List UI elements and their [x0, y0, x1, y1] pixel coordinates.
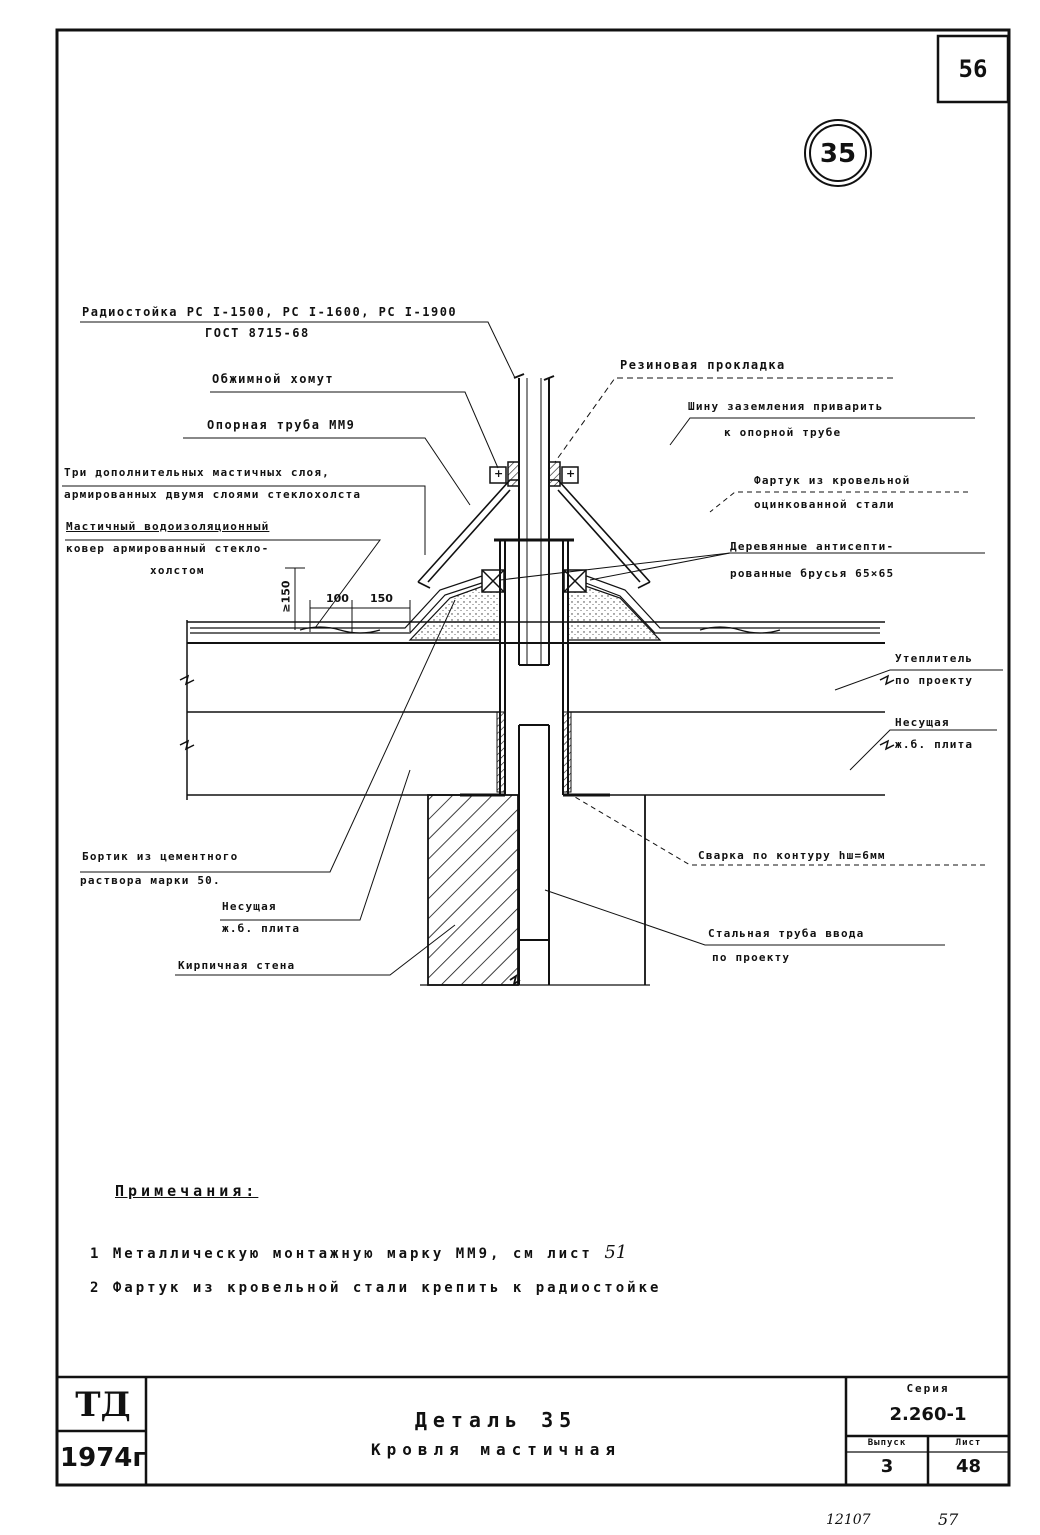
label-insulation-2: по проекту: [895, 674, 974, 687]
label-carpet-3: холстом: [150, 564, 205, 577]
sheet-label: Лист: [955, 1438, 982, 1448]
label-extra-layers-1: Три дополнительных мастичных слоя,: [64, 466, 330, 479]
wooden-bars: [481, 569, 587, 593]
series-label: Серия: [906, 1382, 950, 1395]
detail-marker-circle: [804, 119, 872, 187]
note-1-text: 1 Металлическую монтажную марку ММ9, см …: [90, 1246, 593, 1262]
detail-number: 35: [819, 139, 857, 169]
clamp-bolt-right: +: [566, 467, 576, 480]
label-weld: Сварка по контуру hш=6мм: [698, 849, 886, 862]
title-block-org: ТД: [75, 1385, 131, 1425]
issue-value: 3: [880, 1456, 894, 1477]
label-bars-1: Деревянные антисепти-: [730, 540, 895, 553]
dimension-lines: [285, 567, 411, 632]
mastic-carpet: [190, 569, 880, 634]
label-bearing-slab-left-1: Несущая: [222, 900, 277, 913]
label-ground-bus-1: Шину заземления приварить: [688, 400, 884, 413]
label-support-pipe: Опорная труба ММ9: [207, 418, 356, 432]
note-1: 1 Металлическую монтажную марку ММ9, см …: [90, 1242, 627, 1263]
label-ground-bus-2: к опорной трубе: [724, 426, 842, 439]
label-extra-layers-2: армированных двумя слоями стеклохолста: [64, 488, 362, 501]
leader-lines: [62, 321, 1003, 976]
issue-label: Выпуск: [867, 1438, 907, 1448]
label-radio-mast-1: Радиостойка РС I-1500, РС I-1600, РС I-1…: [82, 305, 458, 319]
dim-150: 150: [370, 592, 393, 605]
clamp: [489, 461, 579, 487]
footer-page: 57: [938, 1510, 959, 1529]
label-brick-wall: Кирпичная стена: [178, 959, 296, 972]
label-rubber-gasket: Резиновая прокладка: [620, 358, 786, 372]
sheet-value: 48: [955, 1456, 982, 1477]
label-steel-pipe-1: Стальная труба ввода: [708, 927, 865, 940]
note-1-ref: 51: [604, 1242, 628, 1263]
label-curb-2: раствора марки 50.: [80, 874, 221, 887]
label-apron-1: Фартук из кровельной: [754, 474, 911, 487]
note-2: 2 Фартук из кровельной стали крепить к р…: [90, 1280, 662, 1296]
title-block-frame: [57, 1375, 1009, 1485]
notes-heading: Примечания:: [115, 1182, 259, 1200]
title-block-title: Деталь 35: [414, 1408, 578, 1432]
label-bearing-slab-left-2: ж.б. плита: [222, 922, 301, 935]
label-apron-2: оцинкованной стали: [754, 498, 895, 511]
title-block-year: 1974г: [60, 1443, 146, 1473]
radio-mast: [513, 373, 555, 666]
steel-entry-pipe: [518, 724, 550, 985]
label-bearing-slab-right-1: Несущая: [895, 716, 950, 729]
clamp-bolt-left: +: [494, 467, 504, 480]
title-block-subtitle: Кровля мастичная: [370, 1440, 622, 1459]
label-curb-1: Бортик из цементного: [82, 850, 239, 863]
footer-code: 12107: [826, 1512, 871, 1528]
label-radio-mast-2: ГОСТ 8715-68: [205, 326, 310, 340]
roof-structure: [179, 620, 895, 800]
label-insulation-1: Утеплитель: [895, 652, 974, 665]
label-bars-2: рованные брусья 65×65: [730, 567, 895, 580]
brick-wall: [420, 794, 650, 987]
dim-100: 100: [326, 592, 349, 605]
sheet-number: 56: [958, 55, 988, 83]
sheet-frame: [55, 28, 1011, 1487]
label-carpet-1: Мастичный водоизоляционный: [66, 520, 270, 533]
label-carpet-2: ковер армированный стекло-: [66, 542, 270, 555]
dim-150-vertical: ≥150: [279, 580, 293, 613]
label-bearing-slab-right-2: ж.б. плита: [895, 738, 974, 751]
label-clamp: Обжимной хомут: [212, 372, 335, 386]
series-value: 2.260-1: [889, 1404, 967, 1425]
apron: [417, 479, 651, 589]
label-steel-pipe-2: по проекту: [712, 951, 791, 964]
